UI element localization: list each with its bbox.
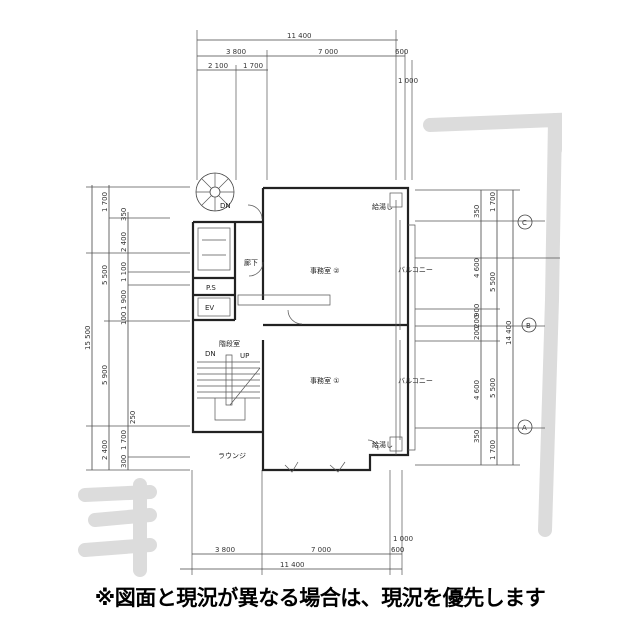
dim-right-1700-bottom: 1 700	[489, 440, 497, 460]
dim-left-d350: 350	[120, 208, 128, 221]
stairs	[197, 354, 261, 421]
dim-left-d250: 250	[129, 411, 137, 424]
dim-top-overall: 11 400	[287, 32, 312, 40]
axis-c: C	[522, 219, 527, 227]
dim-right-d350-bottom: 350	[473, 430, 481, 443]
dim-top-3800: 3 800	[226, 48, 246, 56]
label-pipe-shaft: P.S	[206, 284, 216, 292]
dim-bottom-3800: 3 800	[215, 546, 235, 554]
label-kitchenette-bottom: 給湯し	[372, 440, 393, 449]
label-office-1: 事務室 ①	[310, 376, 340, 385]
dim-right-d4600-top: 4 600	[473, 258, 481, 278]
label-spiral-down: DN	[220, 202, 231, 210]
dim-top-2100: 2 100	[208, 62, 228, 70]
label-balcony-top: バルコニー	[398, 266, 433, 274]
dim-top-600: 600	[395, 48, 408, 56]
label-lounge: ラウンジ	[218, 452, 246, 460]
axis-a: A	[522, 424, 527, 432]
dim-left-1700: 1 700	[101, 192, 109, 212]
elevator-shaft	[197, 297, 231, 317]
dim-right-d350-top: 350	[473, 205, 481, 218]
dim-left-d1100: 1 100	[120, 262, 128, 282]
label-stair-down: DN	[205, 350, 216, 358]
dim-bottom-overall: 11 400	[280, 561, 305, 569]
dim-right-d200-bottom: 200	[473, 327, 481, 340]
label-kitchenette-top: 給湯し	[372, 202, 393, 211]
dim-left-d1900: 1 900	[120, 290, 128, 310]
building-walls	[191, 172, 416, 473]
top-dimensions: 11 400 3 800 7 000 600 2 100 1 700 1 000	[196, 30, 418, 180]
background-marks	[78, 112, 562, 577]
dim-left-d300: 300	[120, 455, 128, 468]
dim-left-d2400: 2 400	[120, 232, 128, 252]
dim-left-d1700: 1 700	[120, 430, 128, 450]
dim-left-d100: 100	[120, 312, 128, 325]
dim-right-d200-top: 200	[473, 315, 481, 328]
dim-right-d4600-bottom: 4 600	[473, 380, 481, 400]
label-balcony-bottom: バルコニー	[398, 377, 433, 385]
dim-left-5900: 5 900	[101, 365, 109, 385]
grid-axis-markers: C B A	[517, 214, 537, 435]
label-stairwell: 階段室	[219, 339, 240, 348]
dim-right-5500-bottom: 5 500	[489, 378, 497, 398]
dim-right-1700-top: 1 700	[489, 192, 497, 212]
dim-top-7000: 7 000	[318, 48, 338, 56]
room-labels: 事務室 ② 事務室 ① 廊下 階段室 P.S EV 給湯し 給湯し バルコニー …	[205, 202, 433, 460]
label-corridor: 廊下	[244, 258, 258, 267]
dim-right-overall: 14 400	[505, 321, 513, 346]
dim-bottom-offset: 1 000	[393, 535, 413, 543]
bottom-dimensions: 3 800 7 000 600 11 400 1 000	[180, 470, 413, 575]
dim-right-5500-top: 5 500	[489, 272, 497, 292]
toilet-block	[197, 227, 231, 271]
dim-bottom-7000: 7 000	[311, 546, 331, 554]
dim-left-overall: 15 500	[84, 326, 92, 351]
dim-left-2400: 2 400	[101, 440, 109, 460]
right-dimensions: 1 700 5 500 14 400 5 500 1 700 350 4 600…	[415, 189, 560, 466]
label-office-2: 事務室 ②	[310, 266, 340, 275]
left-dimensions: 15 500 1 700 5 500 5 900 2 400 350 2 400…	[84, 185, 190, 471]
dim-right-d900: 900	[473, 304, 481, 317]
dim-top-offset: 1 000	[398, 77, 418, 85]
dim-bottom-600: 600	[391, 546, 404, 554]
label-elevator: EV	[205, 304, 214, 312]
dim-top-1700: 1 700	[243, 62, 263, 70]
dim-left-5500: 5 500	[101, 265, 109, 285]
disclaimer-caption: ※図面と現況が異なる場合は、現況を優先します	[94, 586, 546, 610]
label-stair-up: UP	[240, 352, 249, 360]
axis-b: B	[526, 322, 531, 330]
